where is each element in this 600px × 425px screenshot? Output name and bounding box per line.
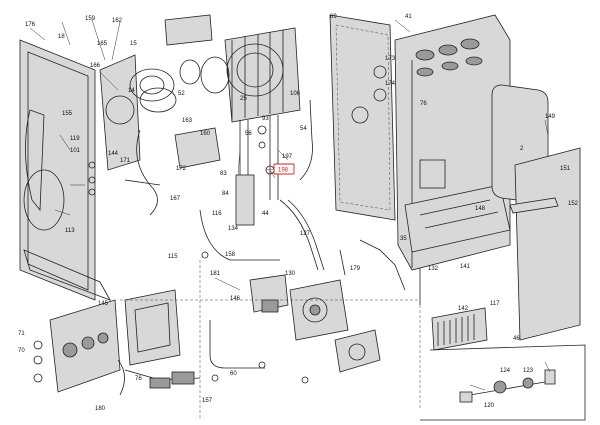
rear-frame [329, 14, 396, 221]
callout-141: 141 [460, 264, 471, 270]
callout-130: 130 [285, 271, 296, 277]
callout-52: 52 [178, 91, 185, 97]
callout-181: 181 [210, 271, 221, 277]
callout-172: 172 [176, 166, 187, 172]
callout-180: 180 [95, 406, 106, 412]
callout-173: 173 [385, 56, 396, 62]
callout-56: 56 [245, 131, 252, 137]
pump-body [249, 274, 289, 313]
callout-119: 119 [70, 136, 80, 142]
highlighted-callout-198[interactable]: 198 [265, 163, 295, 175]
callout-132: 132 [428, 266, 439, 272]
electronic-module [419, 159, 446, 189]
connection-kit [420, 344, 586, 421]
callout-60: 60 [230, 371, 237, 377]
callout-76b: 76 [420, 101, 427, 107]
callout-127: 127 [300, 231, 311, 237]
diverter-valve [334, 329, 381, 373]
expansion-pipe [279, 199, 325, 271]
highlight-label: 198 [278, 168, 289, 174]
callout-70: 70 [18, 348, 25, 354]
callout-159: 159 [85, 16, 96, 22]
callout-160: 160 [200, 131, 211, 137]
callout-145: 145 [98, 301, 109, 307]
callout-152: 152 [568, 201, 579, 207]
callout-134: 134 [228, 226, 239, 232]
callout-142: 142 [458, 306, 469, 312]
callout-101: 101 [70, 148, 81, 154]
callout-123: 123 [523, 368, 534, 374]
callout-106: 106 [290, 91, 301, 97]
callout-46: 46 [513, 336, 520, 342]
callout-151: 151 [560, 166, 571, 172]
callout-158: 158 [225, 252, 236, 258]
callout-179: 179 [350, 266, 361, 272]
callout-167: 167 [170, 196, 181, 202]
plate-heat-exchanger [431, 307, 488, 351]
callout-25: 25 [240, 96, 247, 102]
callout-166: 166 [90, 63, 101, 69]
right-casing-panel [514, 147, 581, 341]
callout-197: 197 [282, 154, 293, 160]
callout-69: 69 [330, 14, 337, 20]
callout-18: 18 [58, 34, 65, 40]
top-plate [164, 14, 213, 46]
heat-exchanger [224, 27, 301, 123]
terminal-block [149, 371, 195, 389]
callout-14: 14 [128, 88, 135, 94]
callout-149: 149 [545, 114, 556, 120]
callout-174: 174 [385, 81, 396, 87]
hanging-bracket [509, 197, 559, 214]
callout-2: 2 [520, 146, 524, 152]
callout-113: 113 [65, 228, 75, 234]
callout-165: 165 [97, 41, 108, 47]
callout-171: 171 [120, 158, 131, 164]
callout-120: 120 [484, 403, 495, 409]
callout-54: 54 [300, 126, 307, 132]
gasket-rings [179, 56, 230, 94]
callout-115: 115 [168, 254, 178, 260]
front-cover-panel [49, 299, 121, 393]
burner-door [129, 68, 177, 113]
callout-labels: 176 18 159 162 165 15 166 14 52 144 163 … [18, 14, 579, 412]
callout-44: 44 [262, 211, 269, 217]
callout-83: 83 [220, 171, 227, 177]
callout-155: 155 [62, 111, 73, 117]
callout-71: 71 [18, 331, 25, 337]
condensate-siphon [124, 127, 221, 216]
callout-157: 157 [202, 398, 213, 404]
leader-lines [29, 19, 551, 391]
callout-41: 41 [405, 14, 412, 20]
callout-117: 117 [490, 301, 500, 307]
central-pipework [199, 99, 313, 369]
callout-176: 176 [25, 22, 36, 28]
callout-163: 163 [182, 118, 193, 124]
callout-162: 162 [112, 18, 123, 24]
callout-144: 144 [108, 151, 119, 157]
callout-93: 93 [262, 116, 269, 122]
assembly-guide-line [120, 260, 421, 420]
small-fittings [33, 65, 387, 384]
callout-124: 124 [500, 368, 511, 374]
callout-35: 35 [400, 236, 407, 242]
base-plate [404, 184, 511, 253]
callout-15: 15 [130, 41, 137, 47]
fan-assembly [99, 54, 141, 171]
hydraulic-manifold [289, 279, 349, 341]
callout-116: 116 [212, 211, 222, 217]
callout-146: 146 [230, 296, 241, 302]
callout-84: 84 [222, 191, 229, 197]
front-casing-panel [19, 39, 111, 301]
callout-76: 76 [135, 376, 142, 382]
callout-148: 148 [475, 206, 486, 212]
control-box [124, 289, 181, 366]
